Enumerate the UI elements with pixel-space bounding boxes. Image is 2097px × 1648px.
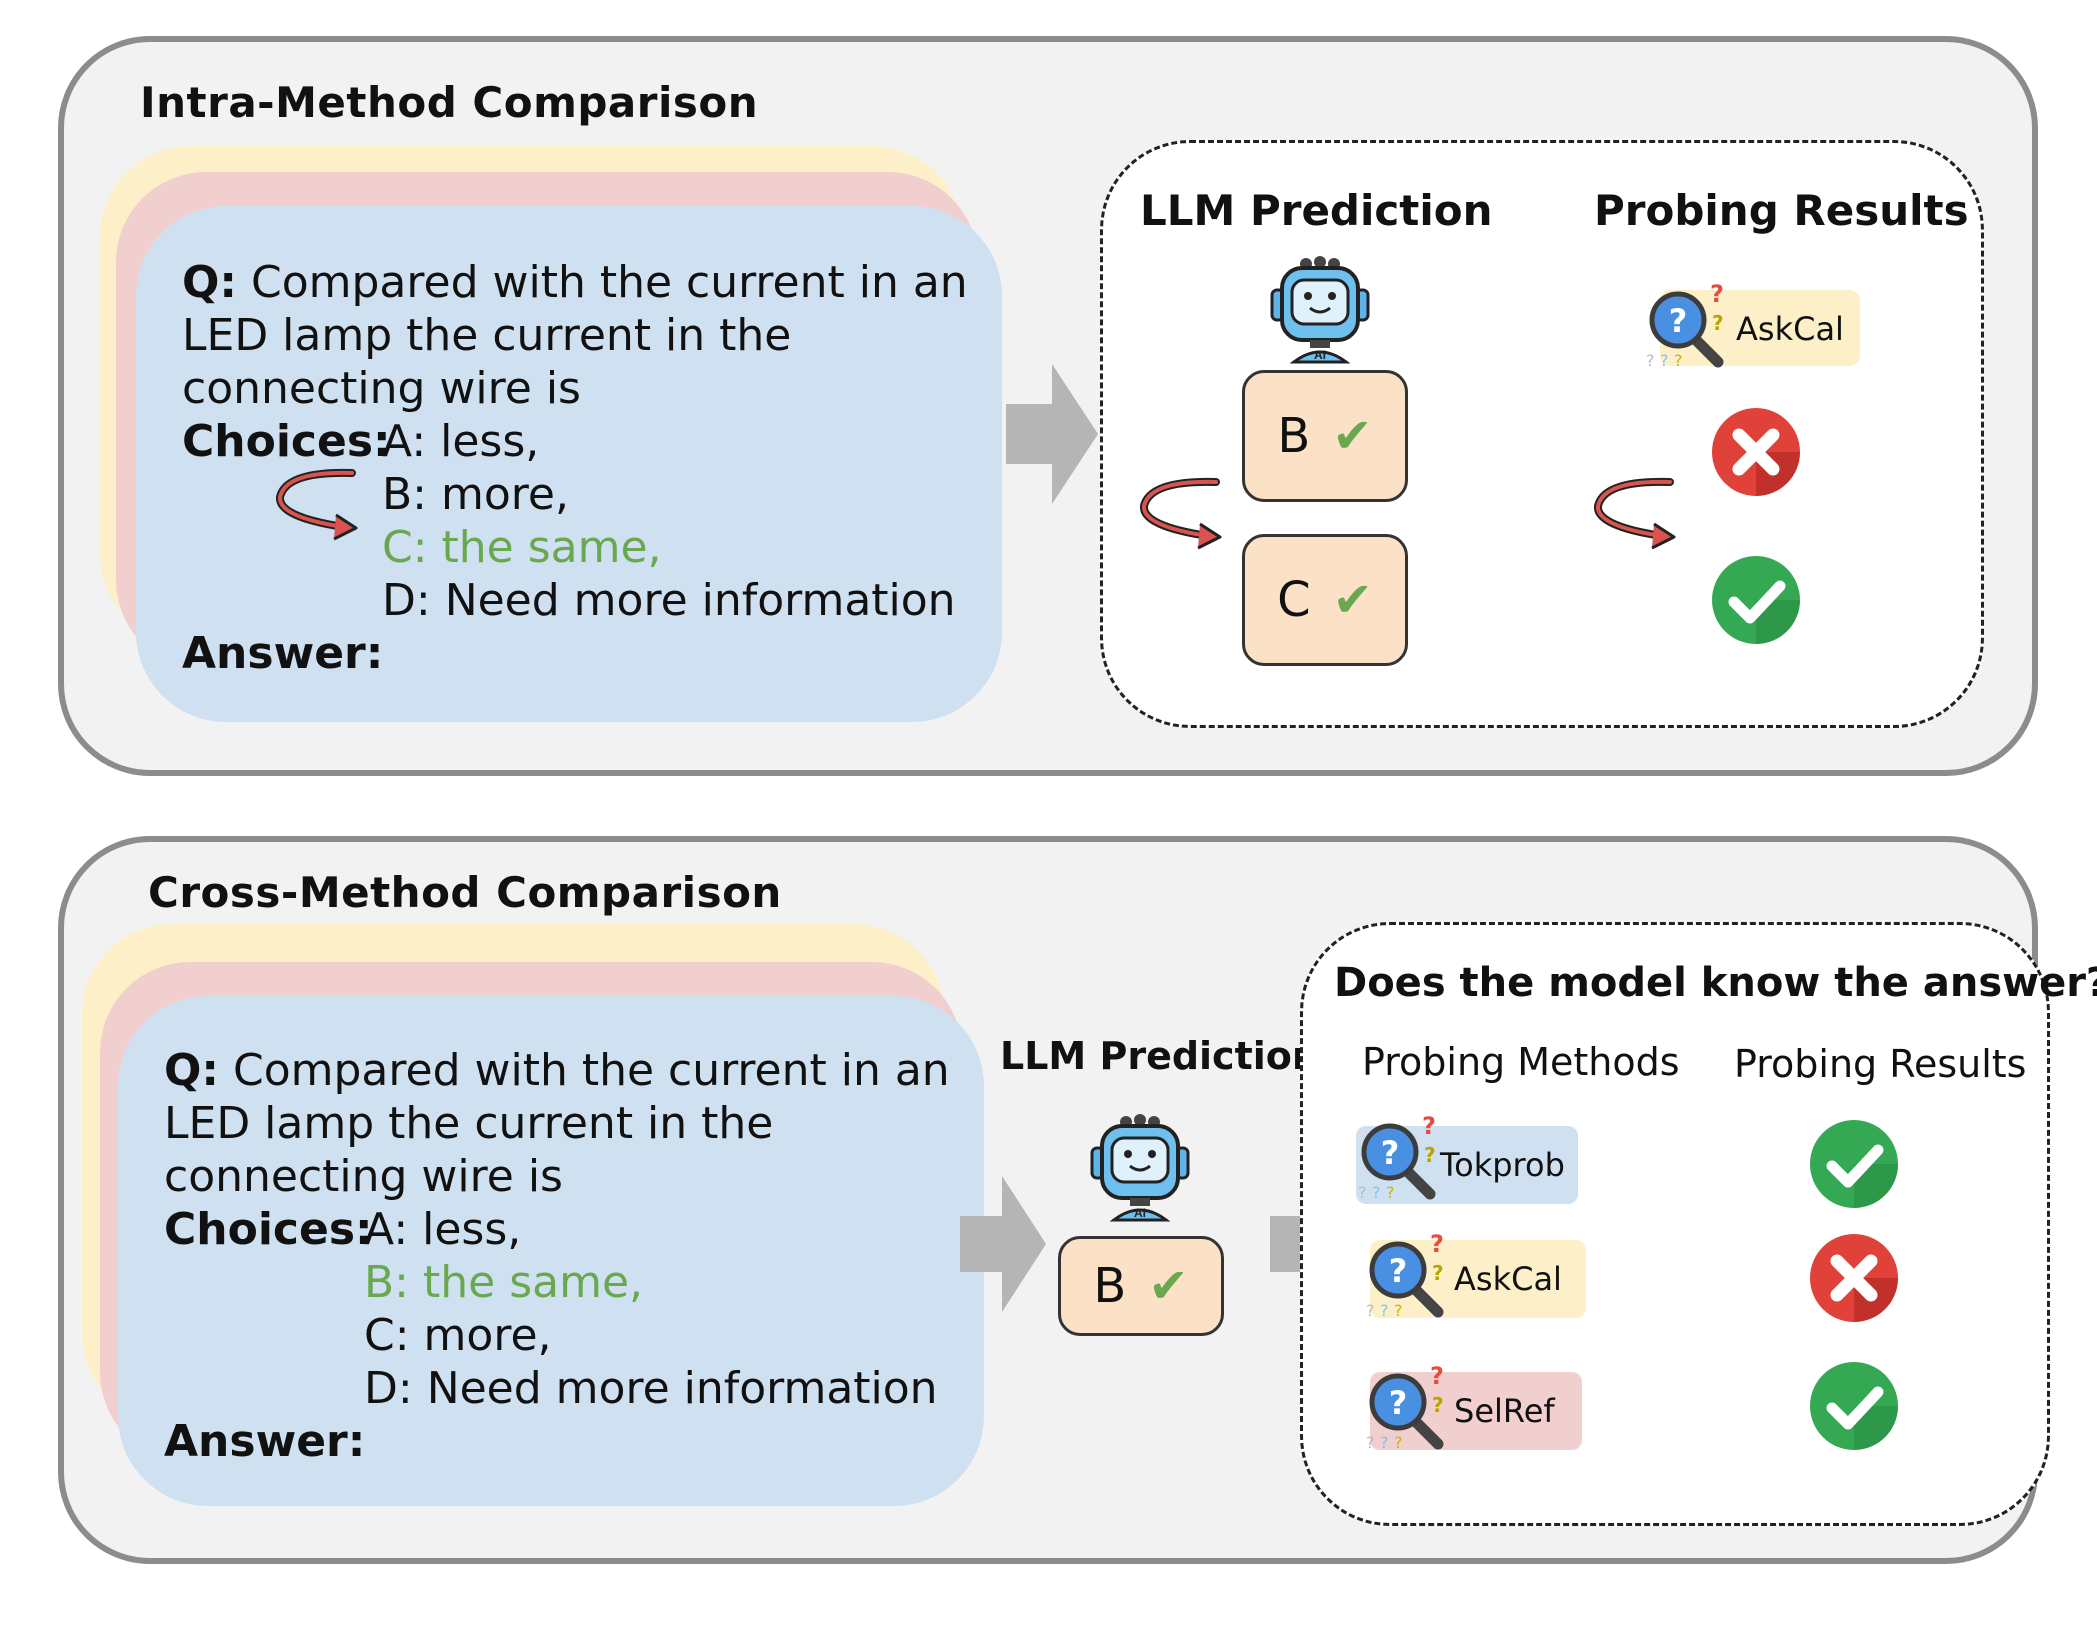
intra-panel-title: Intra-Method Comparison — [140, 78, 759, 127]
choice-a: A: less, — [364, 1204, 522, 1255]
robot-icon — [1270, 254, 1370, 364]
checkmark-icon: ✔ — [1332, 408, 1373, 464]
probing-results-heading: Probing Results — [1594, 186, 1969, 235]
cross-circle-icon — [1712, 408, 1800, 496]
magnifier-question-icon — [1360, 1120, 1442, 1202]
answer-label: Answer: — [182, 628, 384, 679]
question-card — [118, 996, 984, 1506]
cross-circle-icon — [1810, 1234, 1898, 1322]
question-heading: Does the model know the answer? — [1334, 960, 2097, 1006]
method-label: AskCal — [1736, 310, 1844, 348]
choice-a: A: less, — [382, 416, 540, 467]
probing-results-heading: Probing Results — [1734, 1042, 2027, 1086]
llm-prediction-heading: LLM Prediction — [1000, 1034, 1319, 1078]
block-arrow-icon — [960, 1176, 1046, 1312]
robot-icon — [1090, 1112, 1190, 1222]
probing-methods-heading: Probing Methods — [1362, 1040, 1680, 1084]
method-label: SelRef — [1454, 1392, 1555, 1430]
check-circle-icon — [1712, 556, 1800, 644]
prediction-letter: C — [1277, 572, 1311, 628]
cross-panel-title: Cross-Method Comparison — [148, 868, 782, 917]
question-line: Compared with the current in an — [251, 257, 968, 308]
choice-d: D: Need more information — [364, 1363, 938, 1414]
choice-d: D: Need more information — [382, 575, 956, 626]
swap-arrow-icon — [1594, 478, 1678, 550]
magnifier-question-icon — [1648, 288, 1730, 370]
check-circle-icon — [1810, 1362, 1898, 1450]
question-line: connecting wire is — [164, 1151, 563, 1202]
choice-b: B: more, — [382, 469, 569, 520]
magnifier-question-icon — [1368, 1238, 1450, 1320]
choices-label: Choices: — [164, 1204, 373, 1255]
question-line: Compared with the current in an — [233, 1045, 950, 1096]
method-label: Tokprob — [1440, 1146, 1565, 1184]
method-label: AskCal — [1454, 1260, 1562, 1298]
llm-prediction-heading: LLM Prediction — [1140, 186, 1493, 235]
prediction-letter: B — [1277, 408, 1311, 464]
choice-c: C: more, — [364, 1310, 552, 1361]
prediction-letter: B — [1093, 1258, 1127, 1314]
q-label: Q: — [182, 257, 237, 308]
prediction-box-1: B ✔ — [1242, 370, 1408, 502]
check-circle-icon — [1810, 1120, 1898, 1208]
choice-c-correct: C: the same, — [382, 522, 662, 573]
answer-label: Answer: — [164, 1416, 366, 1467]
question-line: connecting wire is — [182, 363, 581, 414]
prediction-box: B ✔ — [1058, 1236, 1224, 1336]
question-line: LED lamp the current in the — [182, 310, 792, 361]
swap-arrow-icon — [276, 468, 360, 550]
checkmark-icon: ✔ — [1148, 1258, 1189, 1314]
question-line: LED lamp the current in the — [164, 1098, 774, 1149]
choices-label: Choices: — [182, 416, 391, 467]
choice-b-correct: B: the same, — [364, 1257, 643, 1308]
question-card — [136, 206, 1002, 722]
prediction-box-2: C ✔ — [1242, 534, 1408, 666]
swap-arrow-icon — [1140, 478, 1224, 550]
magnifier-question-icon — [1368, 1370, 1450, 1452]
checkmark-icon: ✔ — [1332, 572, 1373, 628]
q-label: Q: — [164, 1045, 219, 1096]
block-arrow-icon — [1006, 364, 1098, 504]
